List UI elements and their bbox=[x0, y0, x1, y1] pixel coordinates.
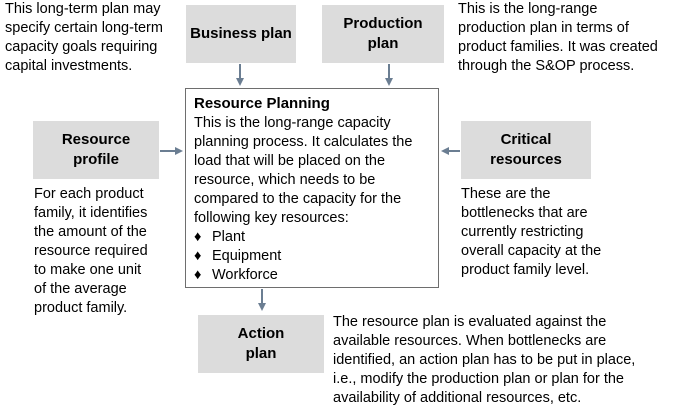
production-plan-box: Production plan bbox=[322, 5, 444, 63]
list-item-label: Plant bbox=[212, 229, 246, 245]
diamond-bullet-icon: ♦ bbox=[194, 267, 202, 283]
resource-profile-label-line2: profile bbox=[73, 151, 119, 168]
action-plan-box: Action plan bbox=[198, 315, 324, 373]
resource-profile-note: For each product family, it identifies t… bbox=[34, 186, 148, 316]
list-item: ♦ Plant bbox=[194, 228, 432, 247]
list-item-label: Equipment bbox=[212, 248, 282, 264]
critical-resources-box: Critical resources bbox=[461, 121, 591, 179]
action-plan-note: The resource plan is evaluated against t… bbox=[333, 314, 636, 406]
list-item: ♦ Workforce bbox=[194, 266, 432, 285]
resource-planning-title: Resource Planning bbox=[194, 95, 330, 112]
diamond-bullet-icon: ♦ bbox=[194, 248, 202, 264]
action-plan-label-line2: plan bbox=[245, 345, 277, 362]
critical-resources-note: These are the bottlenecks that are curre… bbox=[461, 186, 602, 278]
business-plan-label: Business plan bbox=[190, 25, 292, 42]
critical-resources-label-line2: resources bbox=[490, 151, 562, 168]
list-item-label: Workforce bbox=[212, 267, 278, 283]
production-plan-label-line1: Production bbox=[343, 15, 423, 32]
resource-profile-label-line1: Resource bbox=[61, 131, 131, 148]
production-plan-note: This is the long-range production plan i… bbox=[458, 1, 658, 74]
key-resources-list: ♦ Plant ♦ Equipment ♦ Workforce bbox=[194, 228, 432, 285]
critical-resources-label-line1: Critical bbox=[500, 131, 552, 148]
action-plan-label-line1: Action bbox=[237, 325, 285, 342]
resource-profile-box: Resource profile bbox=[33, 121, 159, 179]
diamond-bullet-icon: ♦ bbox=[194, 229, 202, 245]
business-plan-note: This long-term plan may specify certain … bbox=[5, 1, 163, 74]
resource-planning-description: This is the long-range capacity planning… bbox=[194, 115, 413, 226]
production-plan-label-line2: plan bbox=[367, 35, 399, 52]
list-item: ♦ Equipment bbox=[194, 247, 432, 266]
business-plan-box: Business plan bbox=[186, 5, 296, 63]
resource-planning-box: Resource Planning This is the long-range… bbox=[185, 88, 439, 288]
